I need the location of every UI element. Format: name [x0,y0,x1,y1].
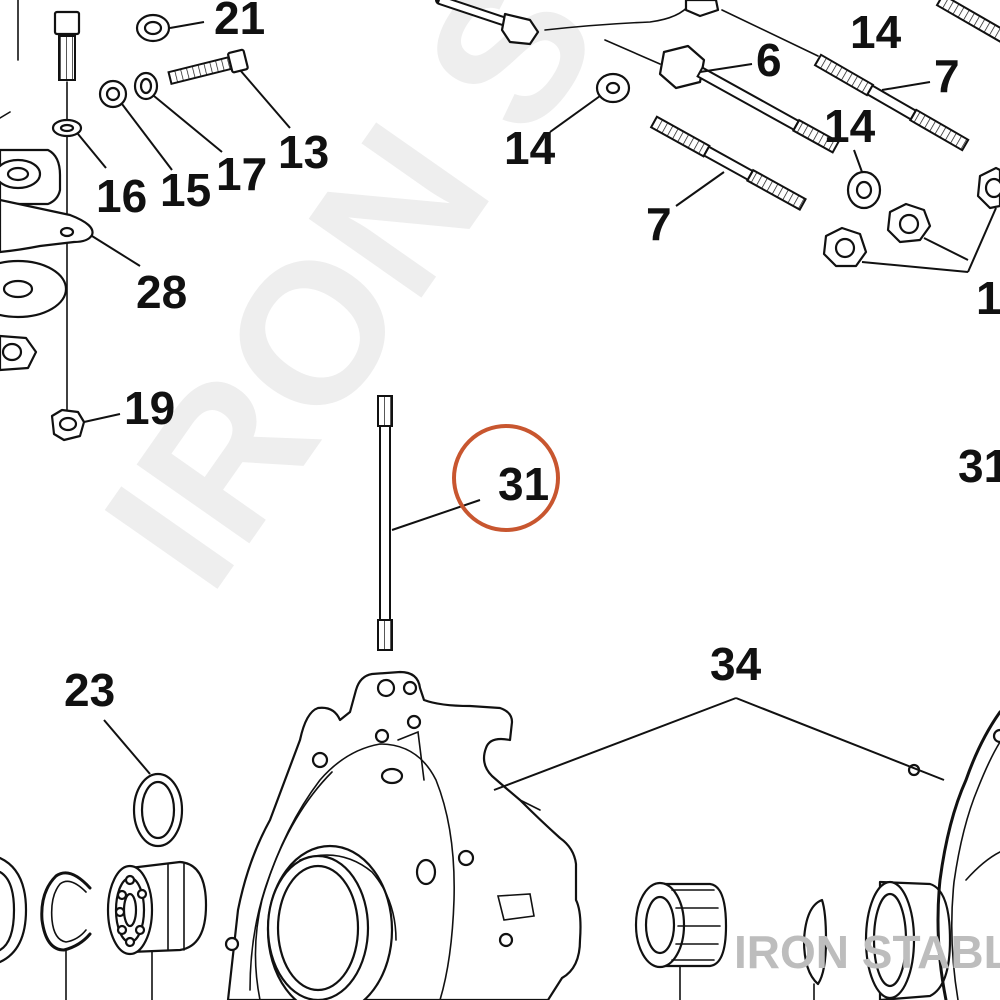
stud-7-mid [649,115,807,212]
stud-7-top [813,53,970,152]
flat-washer-15 [98,79,128,109]
callout-31-main: 31 [498,458,549,510]
rubber-mount [0,148,62,206]
stud-top-right [935,0,1000,47]
callout-13: 13 [278,126,329,178]
callout-7-top: 7 [934,50,960,102]
callout-6: 6 [756,34,782,86]
hex-nut-18-c [976,166,1000,210]
callout-28: 28 [136,266,187,318]
callout-14-mid: 14 [504,122,556,174]
gear-housing-34-left [224,670,582,1000]
bottom-left-bearings [0,856,208,1000]
hex-nut-left [0,334,38,372]
stud-31 [377,395,393,651]
flat-washer-16 [51,118,83,138]
tie-rod-assembly [435,0,720,46]
callout-34: 34 [710,638,762,690]
bearing-sleeve [864,880,952,1000]
callout-18: 18 [976,272,1000,324]
lower-washer [0,259,68,319]
top-right-hardware [435,0,1000,268]
long-bolt-6 [604,39,840,154]
highlight-circle [452,424,560,532]
callout-19: 19 [124,382,175,434]
mount-bracket-28 [0,198,94,254]
callout-17: 17 [216,148,267,200]
leader-lines [77,21,997,791]
c-clip [40,871,92,1000]
hex-bolt [53,10,81,81]
gear-housing-34-right [907,710,1000,1000]
callout-21: 21 [214,0,265,44]
snap-ring-left [0,856,28,964]
bottom-right-parts [634,710,1000,1000]
bolt-13 [167,48,249,86]
callout-14-right: 14 [824,100,876,152]
callout-labels: 21 13 17 15 16 28 19 14 14 14 6 7 7 18 3… [64,0,1000,716]
washer-14-right [846,170,882,210]
callout-15: 15 [160,164,211,216]
lock-nut-21 [135,13,171,43]
circlip-right [802,898,828,1000]
callout-31-edge: 31 [958,440,1000,492]
top-left-hardware [0,0,249,442]
hex-nut-18-a [886,202,932,244]
callout-23: 23 [64,664,115,716]
callout-7-mid: 7 [646,198,672,250]
washer-14-top [595,72,631,104]
callout-16: 16 [96,170,147,222]
lock-nut-19 [50,408,86,442]
needle-bearing [634,881,728,1000]
hex-nut-18-b [822,226,868,268]
brand-logo-text: IRON STABLE [734,926,1000,978]
seal-ring-23 [132,772,184,848]
split-washer-17 [133,71,159,101]
ball-bearing [106,860,208,1000]
callout-14-top: 14 [850,6,902,58]
